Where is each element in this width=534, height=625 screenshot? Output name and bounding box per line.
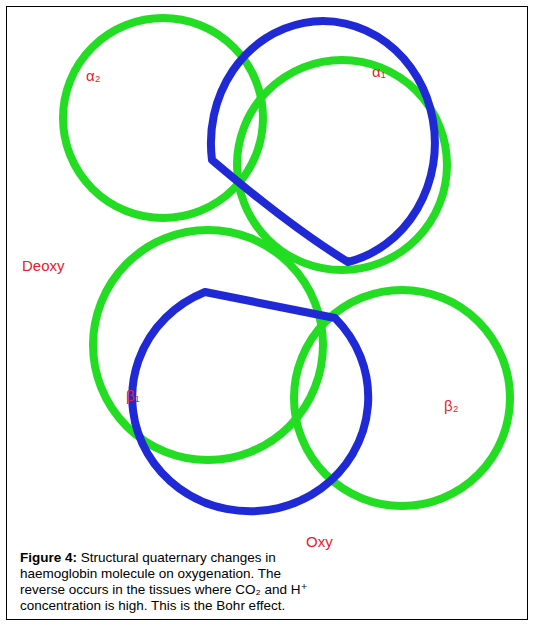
subunit-label: α₁ [372, 64, 386, 81]
subunit-label: β₁ [126, 388, 140, 405]
state-label: Deoxy [22, 258, 65, 275]
alpha1-deoxy-subunit [211, 21, 435, 262]
beta1-deoxy-subunit [132, 292, 368, 511]
beta1-oxy-subunit [93, 230, 323, 460]
state-label: Oxy [306, 534, 333, 551]
subunit-label: α₂ [86, 68, 101, 85]
beta2-subunit [294, 290, 510, 506]
figure-caption: Figure 4: Structural quaternary changes … [20, 550, 312, 614]
figure-frame [7, 7, 528, 620]
alpha2-subunit [63, 18, 263, 218]
subunit-label: β₂ [444, 398, 458, 415]
alpha1-oxy-subunit [237, 60, 447, 270]
